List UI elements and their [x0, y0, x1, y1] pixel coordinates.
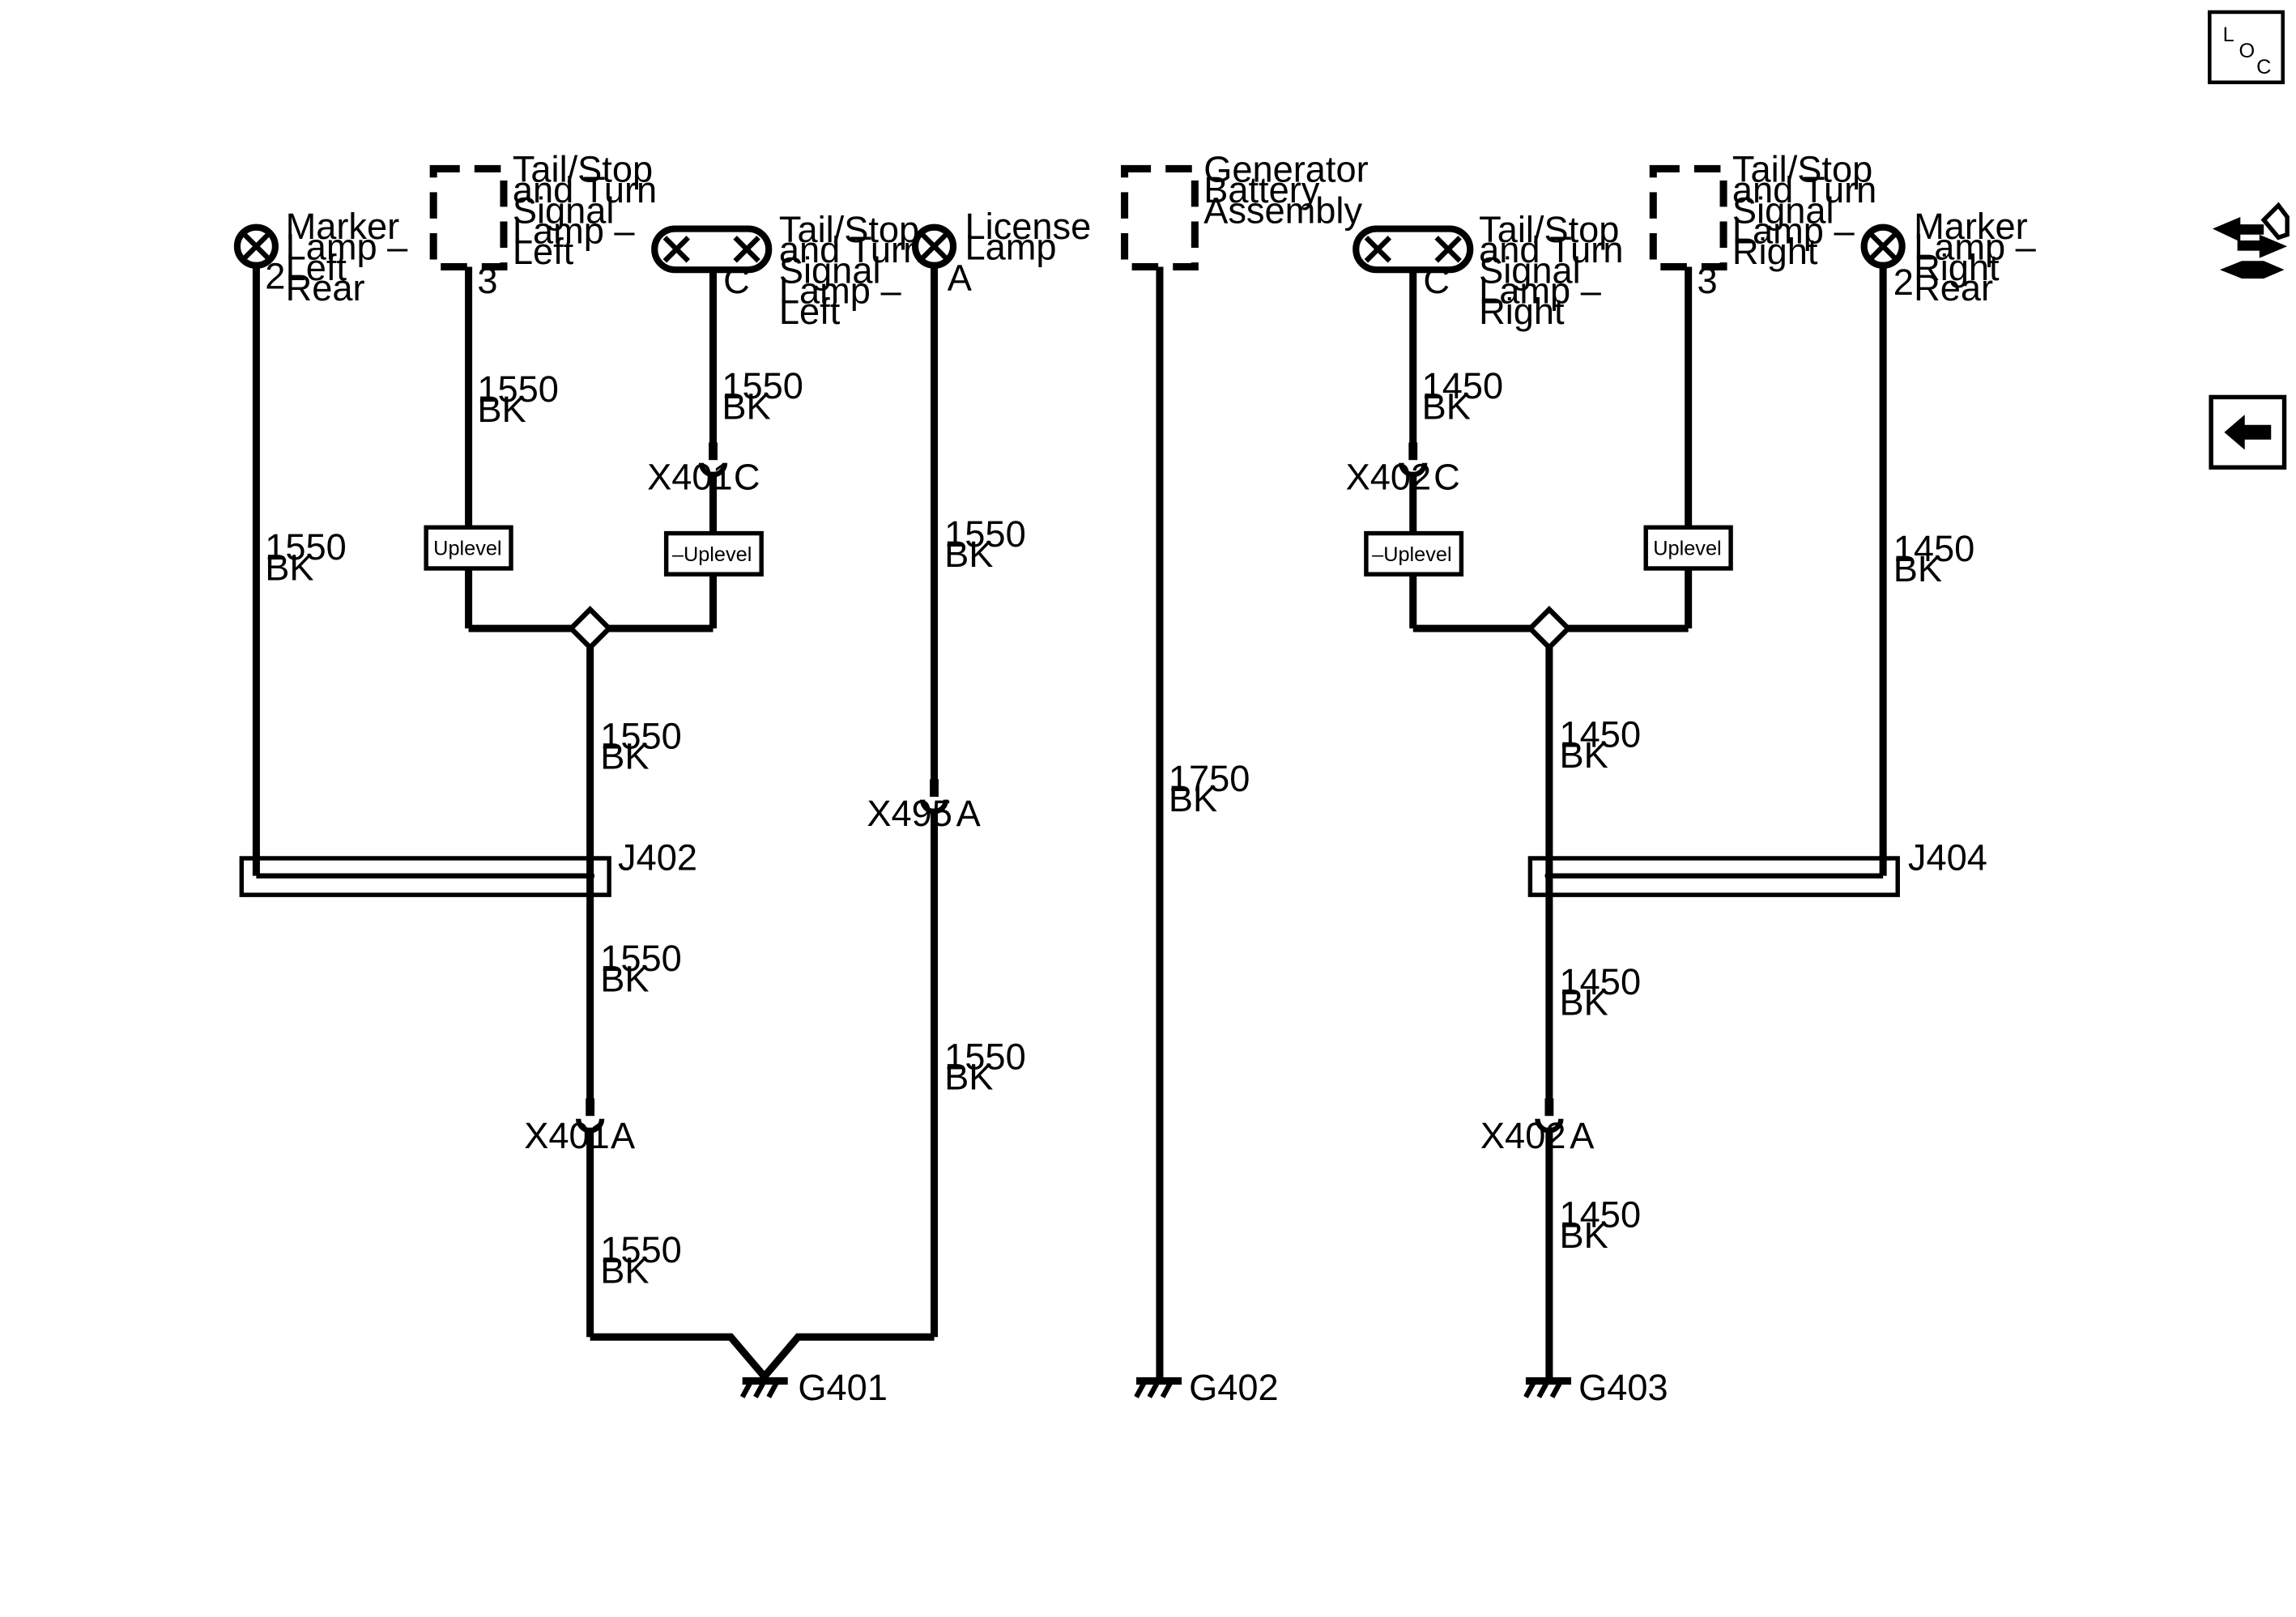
svg-text:G401: G401 — [798, 1367, 888, 1408]
splice-pack-j402: J402 — [239, 836, 697, 897]
wire-label: 1550BK — [600, 938, 682, 999]
svg-text:X495: X495 — [867, 793, 952, 834]
connector-x402-c: X402 C — [1346, 442, 1460, 497]
wire-label: 1450BK — [1560, 961, 1642, 1023]
wire-label: 1550BK — [477, 368, 559, 430]
svg-text:A: A — [611, 1115, 636, 1156]
svg-text:X402: X402 — [1346, 456, 1432, 497]
wire-label: 1450BK — [1560, 1194, 1642, 1256]
wire-label: 1750BK — [1169, 758, 1250, 819]
svg-text:J402: J402 — [618, 836, 697, 878]
tail-bulb-right-label: Tail/Stop and Turn Signal Lamp – Right — [1479, 209, 1634, 332]
tail-lamp-left-label: Tail/Stop and Turn Signal Lamp – Left — [513, 149, 667, 272]
pin-label: 3 — [477, 260, 497, 301]
svg-text:G402: G402 — [1189, 1367, 1279, 1408]
wire-label: 1450BK — [1560, 714, 1642, 776]
wire-label: 1550BK — [944, 513, 1026, 575]
uplevel-label: Uplevel — [1653, 538, 1721, 560]
junction-diamond — [1526, 606, 1572, 652]
tail-stop-turn-lamp-right-bulbs: Tail/Stop and Turn Signal Lamp – Right C — [1352, 209, 1634, 332]
svg-text:C: C — [734, 456, 760, 497]
splice-pack-j404: J404 — [1527, 836, 1987, 897]
svg-text:X402: X402 — [1480, 1115, 1566, 1156]
marker-lamp-right-label: Marker Lamp – Right Rear — [1914, 206, 2046, 309]
ground-g403: G403 — [1523, 1367, 1668, 1408]
back-arrow-icon[interactable] — [2209, 394, 2287, 470]
connector-x495-a: X495 A — [867, 779, 982, 834]
tail-bulb-left-label: Tail/Stop and Turn Signal Lamp – Left — [779, 209, 934, 332]
wire-label: 1550BK — [600, 1229, 682, 1291]
pin-label: C — [1423, 260, 1450, 301]
loc-letter-c: C — [2256, 56, 2271, 79]
wire-label: 1550BK — [265, 526, 347, 588]
connector-end-view-icon[interactable] — [2212, 202, 2290, 279]
generator-label: Generator Battery Assembly — [1203, 149, 1378, 232]
wire-label: 1550BK — [944, 1036, 1026, 1097]
license-lamp: License Lamp A — [911, 206, 1101, 298]
uplevel-option-box — [1643, 525, 1733, 571]
svg-text:G403: G403 — [1578, 1367, 1668, 1408]
not-uplevel-label: –Uplevel — [1372, 543, 1451, 566]
tail-stop-turn-lamp-right-assembly: Tail/Stop and Turn Signal Lamp – Right 3 — [1649, 149, 1887, 301]
pin-label: 2 — [1893, 262, 1914, 303]
connector-x401-c: X401 C — [647, 442, 760, 497]
tail-lamp-right-label: Tail/Stop and Turn Signal Lamp – Right — [1732, 149, 1887, 272]
svg-text:C: C — [1433, 456, 1460, 497]
not-uplevel-option-box — [1364, 530, 1464, 577]
wire-label: 1450BK — [1422, 365, 1504, 427]
connector-x402-a: X402 A — [1480, 1098, 1595, 1156]
svg-text:X401: X401 — [524, 1115, 610, 1156]
ground-g402: G402 — [1134, 1367, 1279, 1408]
tail-stop-turn-lamp-left-bulbs: Tail/Stop and Turn Signal Lamp – Left C — [651, 209, 934, 332]
tail-stop-turn-lamp-left-assembly: Tail/Stop and Turn Signal Lamp – Left 3 — [429, 149, 667, 301]
wire-label: 1450BK — [1893, 528, 1975, 589]
marker-lamp-left-label: Marker Lamp – Left Rear — [286, 206, 418, 309]
pin-label: 3 — [1698, 260, 1718, 301]
not-uplevel-label: –Uplevel — [672, 543, 752, 566]
generator-battery-assembly: Generator Battery Assembly — [1121, 149, 1378, 271]
marker-lamp-right-rear: Marker Lamp – Right Rear 2 — [1860, 206, 2046, 309]
loc-letter-l: L — [2223, 23, 2234, 46]
wire-label: 1550BK — [600, 715, 682, 777]
license-lamp-label: License Lamp — [965, 206, 1101, 267]
svg-text:X401: X401 — [647, 456, 733, 497]
loc-letter-o: O — [2238, 40, 2255, 62]
loc-button[interactable]: L O C — [2208, 10, 2285, 84]
uplevel-label: Uplevel — [433, 538, 501, 560]
pin-label: 2 — [265, 256, 285, 297]
svg-text:A: A — [956, 793, 982, 834]
wire-label: 1550BK — [722, 365, 803, 427]
pin-label: A — [948, 257, 973, 298]
svg-text:J404: J404 — [1908, 836, 1987, 878]
marker-lamp-left-rear: Marker Lamp – Left Rear 2 — [233, 206, 418, 309]
svg-text:A: A — [1570, 1115, 1595, 1156]
ground-g401: G401 — [739, 1367, 888, 1408]
pin-label: C — [723, 260, 750, 301]
junction-diamond — [567, 606, 613, 652]
connector-x401-a: X401 A — [524, 1098, 636, 1156]
